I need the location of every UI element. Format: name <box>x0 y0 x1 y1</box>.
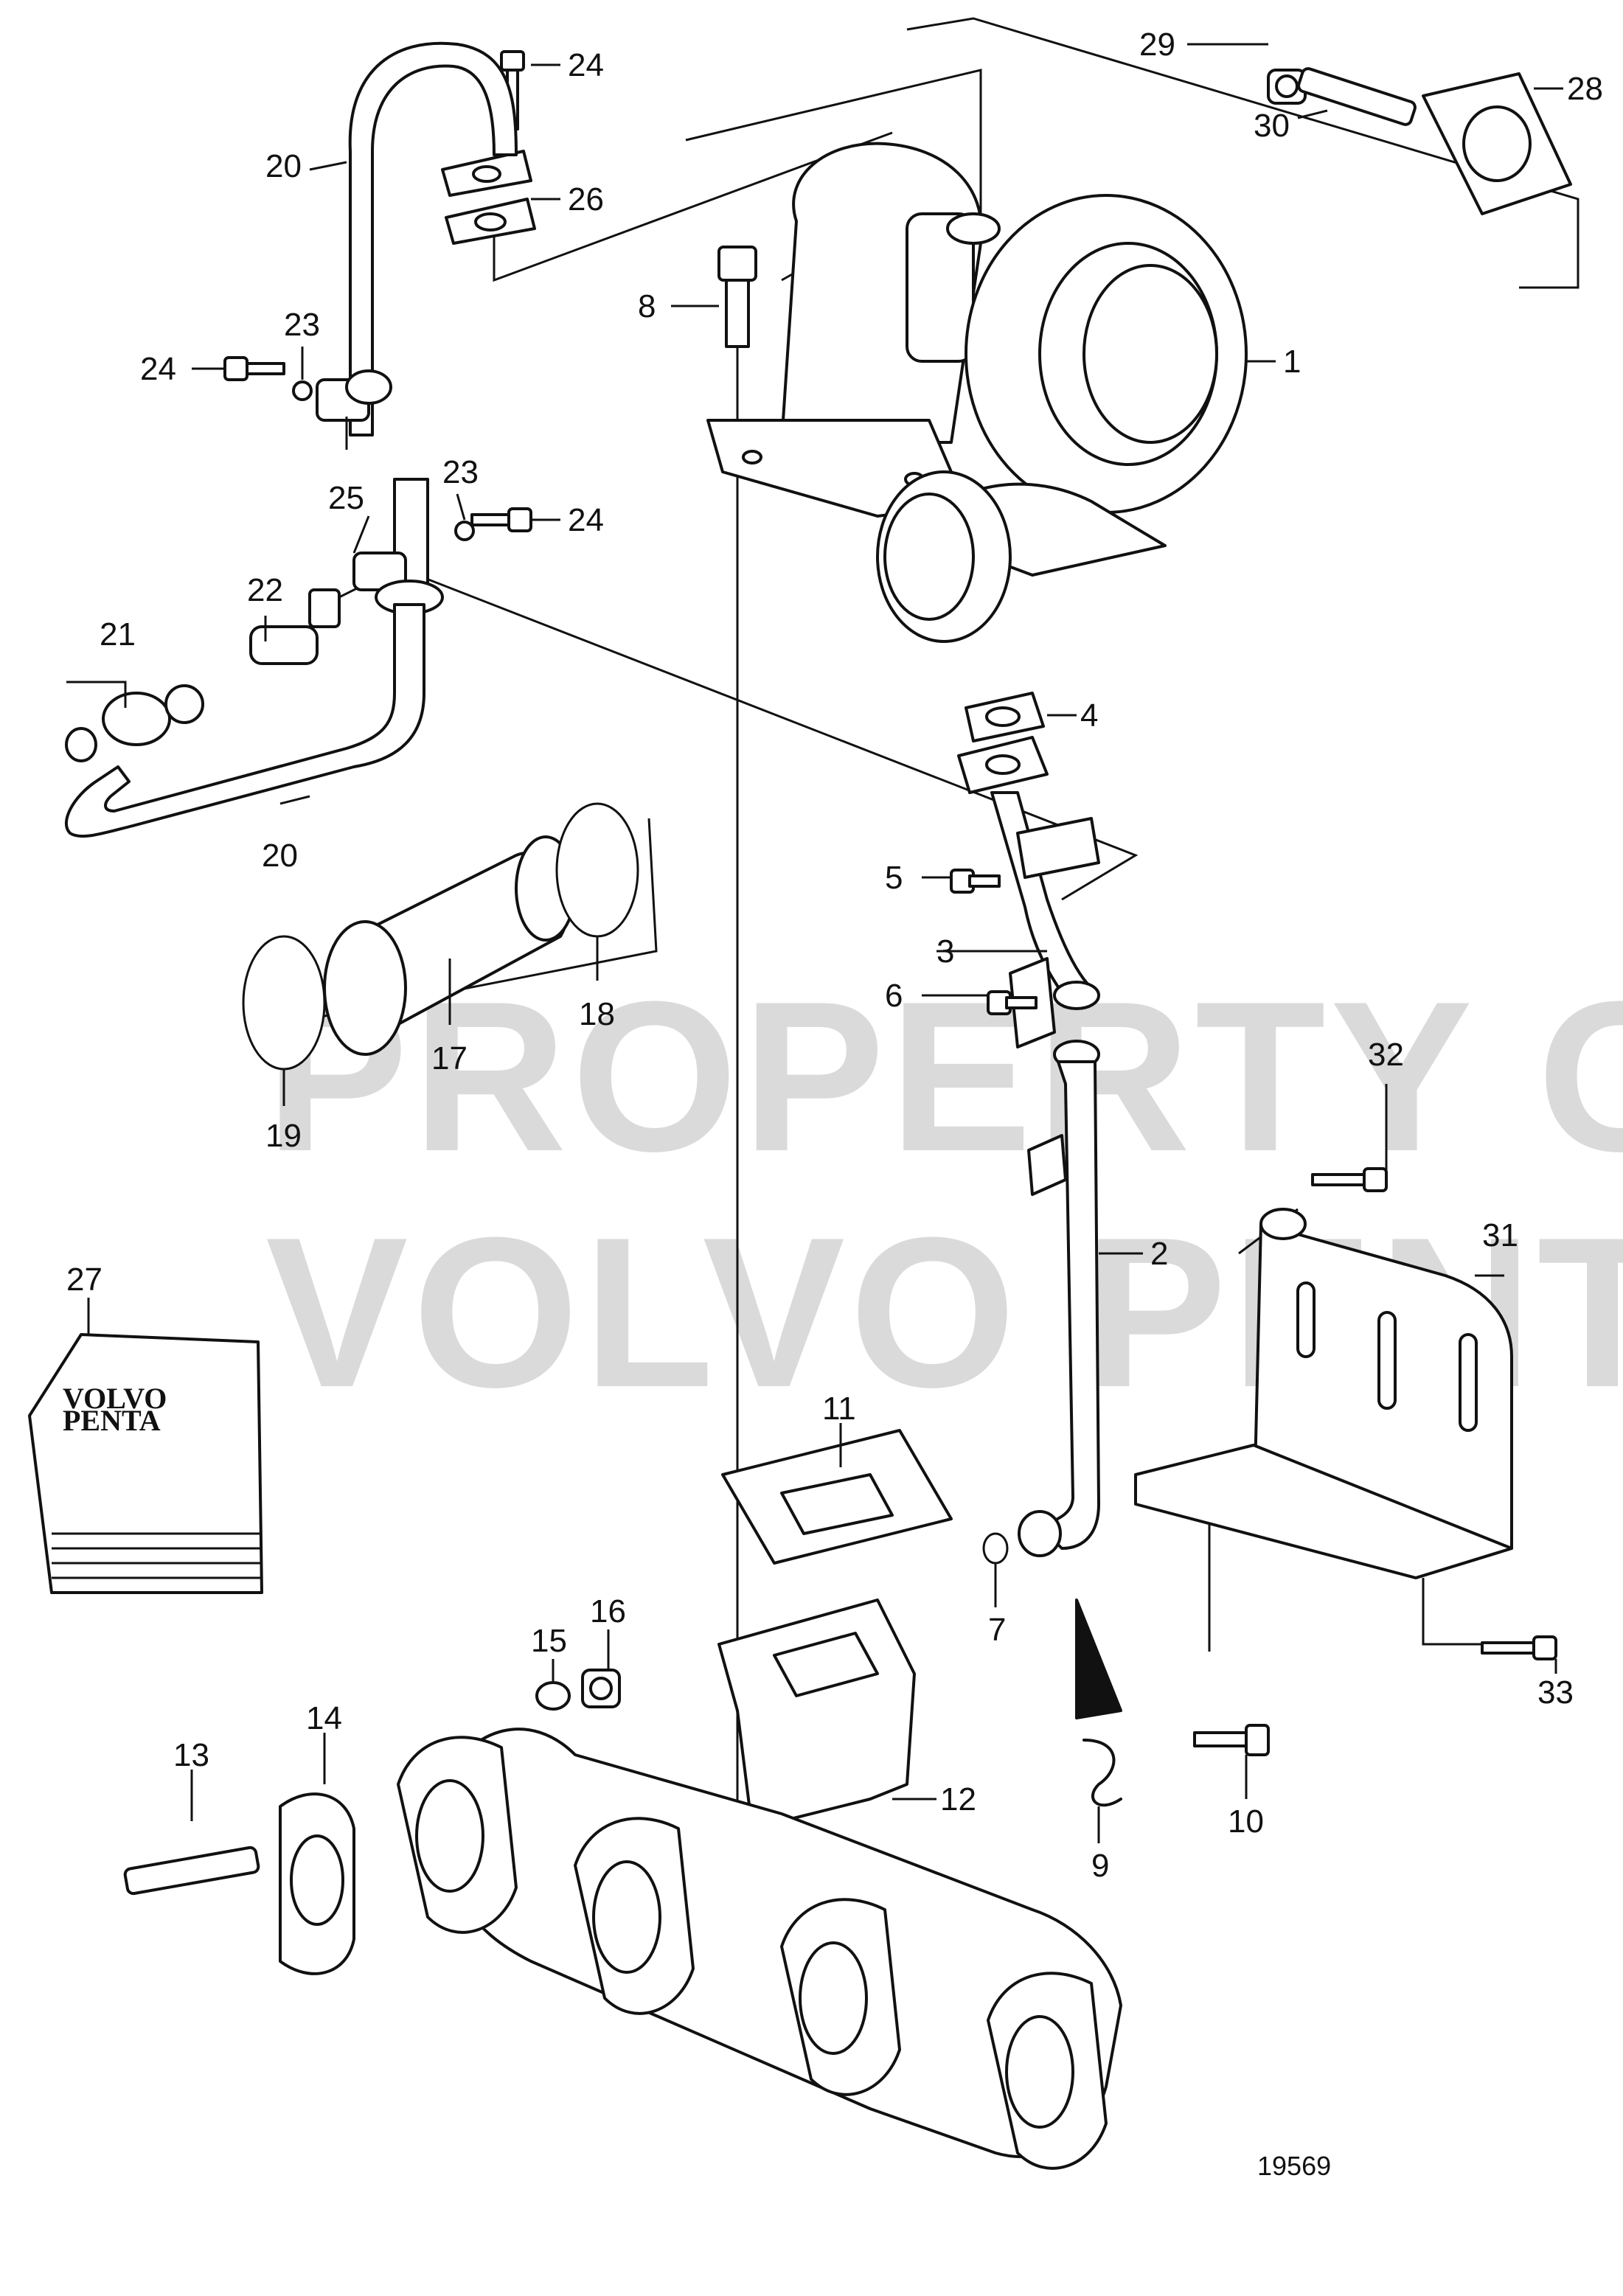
callout-13: 13 <box>173 1737 209 1773</box>
callout-20-upper: 20 <box>265 148 302 184</box>
kit-brand-line2: PENTA <box>63 1404 161 1437</box>
callout-3: 3 <box>936 933 954 970</box>
manifold-fasteners <box>123 1669 621 1975</box>
callout-1: 1 <box>1283 344 1301 380</box>
gasket-kit-box: VOLVO PENTA <box>28 1333 263 1594</box>
callout-25: 25 <box>328 480 364 516</box>
callout-28: 28 <box>1567 71 1603 107</box>
manifold-gasket <box>721 1429 953 1565</box>
return-pipe-lower <box>65 588 425 838</box>
callout-4: 4 <box>1080 698 1098 734</box>
connecting-pipe <box>242 802 639 1071</box>
clamps <box>223 356 532 615</box>
leader-lines <box>66 43 1563 1843</box>
callout-14: 14 <box>306 1700 342 1736</box>
heat-shield <box>1134 1167 1557 1660</box>
figure-number: 19569 <box>1257 2151 1331 2181</box>
callout-9: 9 <box>1091 1848 1109 1884</box>
callout-6: 6 <box>885 978 903 1014</box>
callout-23-lower: 23 <box>442 454 479 490</box>
callout-22: 22 <box>247 572 283 608</box>
callout-27: 27 <box>66 1262 102 1298</box>
exhaust-manifold <box>397 1598 1122 2170</box>
turbo-outlet-fasteners <box>1267 67 1572 215</box>
callout-10: 10 <box>1228 1803 1264 1840</box>
callout-24-top: 24 <box>568 47 604 83</box>
callout-8: 8 <box>638 288 656 324</box>
callout-11: 11 <box>822 1391 856 1427</box>
callout-2: 2 <box>1150 1236 1168 1272</box>
callout-20-lower: 20 <box>262 838 298 874</box>
callout-31: 31 <box>1482 1217 1518 1253</box>
callout-24-left: 24 <box>140 351 176 387</box>
callout-26: 26 <box>568 181 604 218</box>
callout-12: 12 <box>940 1781 976 1817</box>
kit-brand-line1: VOLVO <box>63 1382 167 1415</box>
turbocharger <box>706 142 1248 643</box>
callout-29: 29 <box>1139 27 1175 63</box>
callout-16: 16 <box>590 1593 626 1629</box>
watermark-line1: PROPERTY OF <box>265 957 1623 1196</box>
callout-30: 30 <box>1254 108 1290 144</box>
oil-return-pipe <box>982 1040 1270 1807</box>
callout-33: 33 <box>1537 1674 1574 1711</box>
oil-supply-pipe <box>950 692 1100 1048</box>
callout-23-upper: 23 <box>284 307 320 343</box>
callout-24-right: 24 <box>568 502 604 538</box>
callout-5: 5 <box>885 860 903 896</box>
callout-17: 17 <box>431 1040 468 1076</box>
callout-21: 21 <box>100 616 136 653</box>
callout-18: 18 <box>579 996 615 1032</box>
callout-32: 32 <box>1368 1037 1404 1073</box>
callout-7: 7 <box>988 1612 1006 1648</box>
bolt-8 <box>717 246 757 348</box>
callout-15: 15 <box>531 1623 567 1659</box>
callout-19: 19 <box>265 1118 302 1154</box>
callout-labels: 1 2 3 4 5 6 7 8 9 10 11 12 13 14 15 16 1… <box>66 27 1603 1884</box>
